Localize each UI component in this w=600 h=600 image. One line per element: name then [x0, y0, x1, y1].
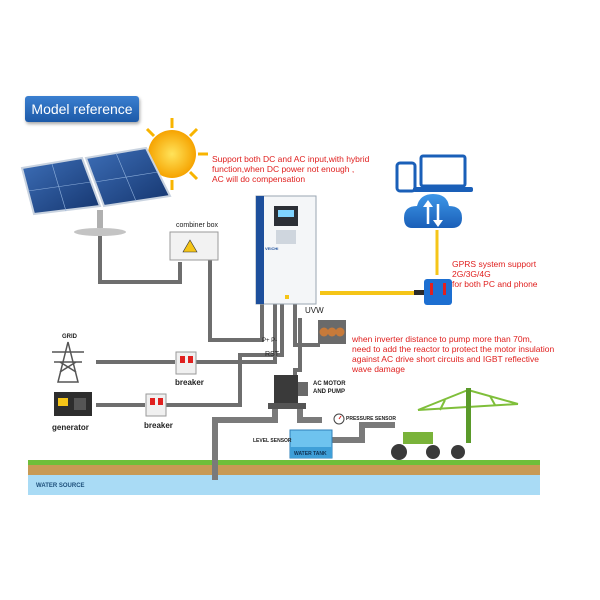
grid-label: GRID — [62, 334, 77, 340]
water-pipes — [212, 405, 395, 480]
breaker-1-icon — [175, 351, 197, 375]
reactor-note-line-2: need to add the reactor to protect the m… — [352, 344, 555, 354]
sun-icon — [136, 118, 208, 190]
pp-label: P+ P- — [262, 338, 278, 344]
inverter-brand-label: VEICHI — [265, 246, 279, 251]
reactor-note: when inverter distance to pump more than… — [352, 334, 554, 374]
reactor-icon — [318, 320, 346, 344]
breaker-2-label: breaker — [144, 421, 173, 430]
cloud-sync-icon — [404, 194, 462, 228]
reactor-note-line-3: against AC drive short circuits and IGBT… — [352, 354, 539, 364]
ac-motor-label-line-2: AND PUMP — [313, 389, 346, 395]
ac-motor-label: AC MOTOR AND PUMP — [313, 380, 346, 396]
water-tank-icon — [289, 429, 333, 459]
wires — [96, 232, 320, 407]
motor-pump-icon — [268, 375, 308, 409]
gprs-note-line-1: GPRS system support — [452, 259, 537, 269]
gprs-note-line-3: for both PC and phone — [452, 279, 538, 289]
generator-icon — [54, 392, 92, 416]
reactor-note-line-4: wave damage — [352, 364, 405, 374]
water-source-label: WATER SOURCE — [36, 483, 85, 489]
combiner-box-label: combiner box — [176, 222, 219, 229]
hybrid-note-line-3: AC will do compensation — [212, 174, 306, 184]
water-tank-label: WATER TANK — [294, 451, 327, 457]
ac-motor-label-line-1: AC MOTOR — [313, 381, 346, 387]
gprs-note-line-2: 2G/3G/4G — [452, 269, 491, 279]
hybrid-note-line-2: function,when DC power not enough , — [212, 164, 355, 174]
pressure-gauge-icon — [333, 413, 345, 425]
irrigation-machine-icon — [391, 388, 519, 460]
generator-label: generator — [52, 423, 89, 432]
gprs-note: GPRS system support 2G/3G/4G for both PC… — [452, 259, 538, 289]
hybrid-note-line-1: Support both DC and AC input,with hybrid — [212, 154, 370, 164]
pressure-sensor-label: PRESSURE SENSOR — [346, 416, 397, 422]
hybrid-note: Support both DC and AC input,with hybrid… — [212, 154, 369, 184]
inverter-icon — [255, 195, 317, 305]
grid-tower-icon — [52, 341, 84, 383]
uvw-label: UVW — [305, 306, 324, 315]
solar-panels-icon — [20, 146, 172, 236]
model-reference-badge: Model reference — [25, 96, 139, 122]
reactor-note-line-1: when inverter distance to pump more than… — [352, 334, 533, 344]
ground — [28, 460, 540, 495]
breaker-2-icon — [145, 393, 167, 417]
breaker-1-label: breaker — [175, 378, 204, 387]
rst-label: RST — [265, 351, 279, 358]
combiner-box-icon — [169, 231, 219, 261]
gprs-module-icon — [414, 279, 452, 305]
level-sensor-label: LEVEL SENSOR — [253, 438, 292, 444]
computer-devices-icon — [395, 154, 473, 193]
